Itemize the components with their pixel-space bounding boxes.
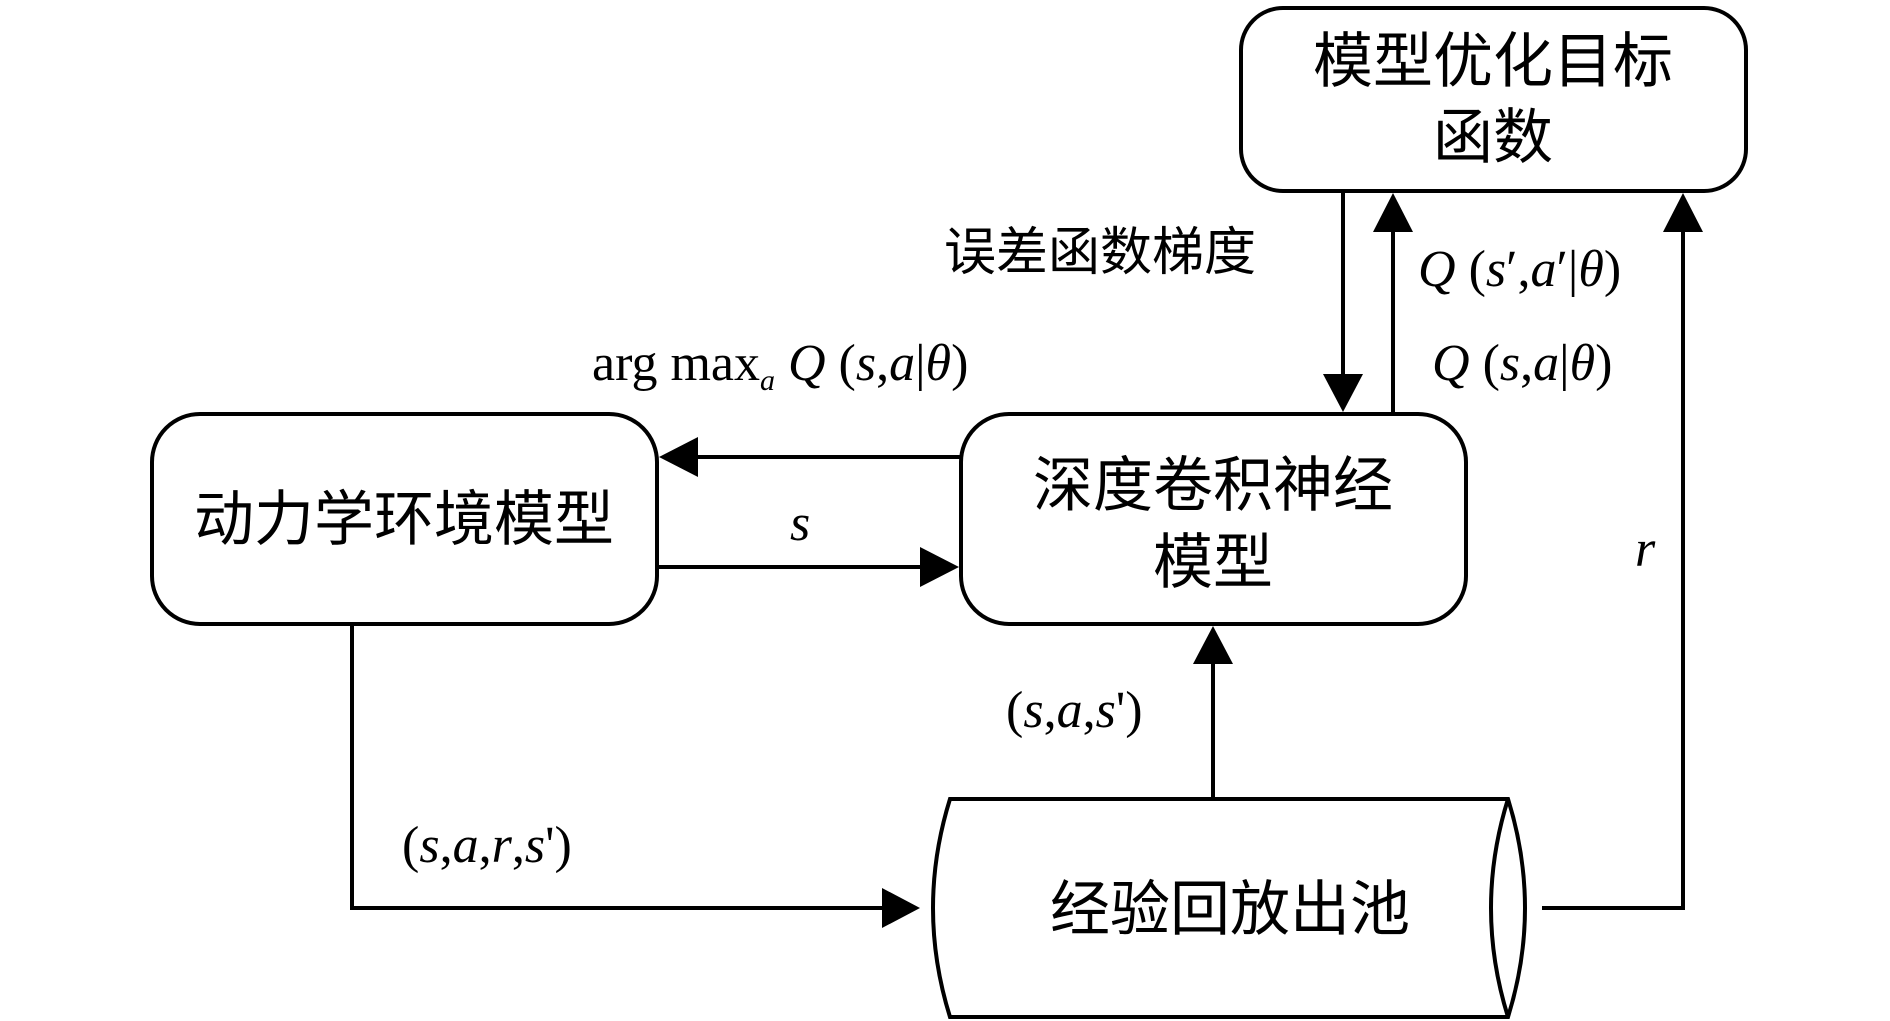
objective-label-line2: 函数 (1433, 103, 1553, 173)
dynamics-label: 动力学环境模型 (194, 485, 614, 555)
dynamics-node: 动力学环境模型 (150, 412, 659, 626)
dcnn-label-line1: 深度卷积神经 (1033, 451, 1393, 521)
state-edge (657, 547, 959, 587)
q-next-label: Q (s′,a′|θ) (1418, 241, 1621, 298)
state-label: s (790, 495, 810, 552)
dcnn-label-line2: 模型 (1153, 528, 1273, 598)
reward-label: r (1635, 521, 1656, 578)
q-up-edge (1373, 193, 1413, 414)
gradient-edge (1323, 191, 1363, 412)
objective-node: 模型优化目标 函数 (1239, 6, 1748, 193)
transition-edge (350, 624, 920, 928)
q-current-label: Q (s,a|θ) (1432, 335, 1612, 392)
sample-edge (1193, 626, 1233, 799)
objective-label-line1: 模型优化目标 (1313, 27, 1673, 97)
reward-edge (1542, 193, 1703, 910)
transition-label: (s,a,r,s') (402, 817, 572, 874)
gradient-label: 误差函数梯度 (944, 223, 1256, 283)
sample-label: (s,a,s') (1006, 682, 1143, 739)
replay-node: 经验回放出池 (931, 797, 1527, 1019)
action-edge (659, 437, 961, 477)
dcnn-node: 深度卷积神经 模型 (959, 412, 1468, 626)
replay-label: 经验回放出池 (1050, 875, 1410, 945)
argmax-label: arg maxa Q (s,a|θ) (592, 335, 968, 397)
